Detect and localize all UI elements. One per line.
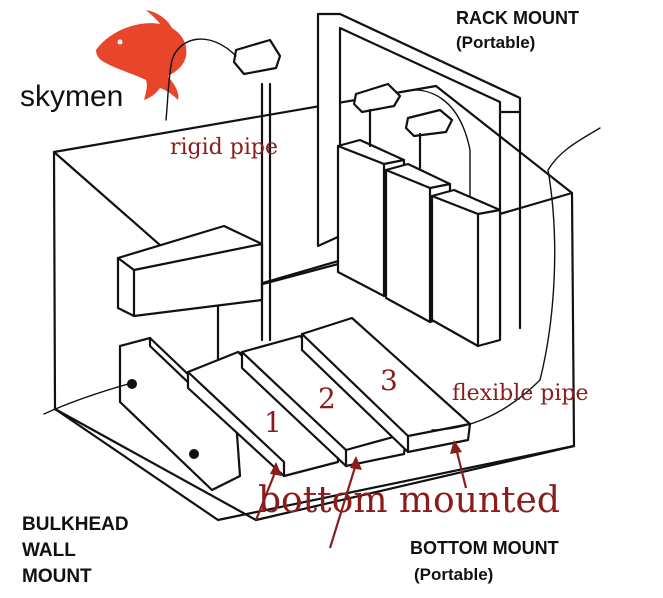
transducer-3 (300, 127, 601, 454)
bottom-mounted-label: bottom mounted (258, 480, 560, 521)
transducer-3-number: 3 (380, 364, 398, 397)
flexible-pipe-label: flexible pipe (452, 381, 589, 406)
rack-mount-label: RACK MOUNT (456, 8, 579, 28)
rack-mount-sublabel: (Portable) (456, 33, 535, 52)
bulkhead-label-line3: MOUNT (22, 566, 92, 587)
bottom-mount-label: BOTTOM MOUNT (410, 538, 559, 558)
skymen-logo: skymen (20, 10, 187, 113)
dolphin-icon (96, 10, 187, 100)
annotation-arrows (254, 440, 468, 549)
bulkhead-label-line2: WALL (22, 540, 76, 561)
bottom-mount-sublabel: (Portable) (414, 565, 493, 584)
transducer-2-number: 2 (318, 382, 336, 415)
transducer-1-number: 1 (264, 406, 282, 439)
brand-name: skymen (20, 80, 123, 113)
bulkhead-label-line1: BULKHEAD (22, 514, 129, 535)
rack-mount (316, 12, 522, 348)
rigid-pipe-label: rigid pipe (170, 135, 278, 160)
rigid-pipe (165, 38, 282, 342)
